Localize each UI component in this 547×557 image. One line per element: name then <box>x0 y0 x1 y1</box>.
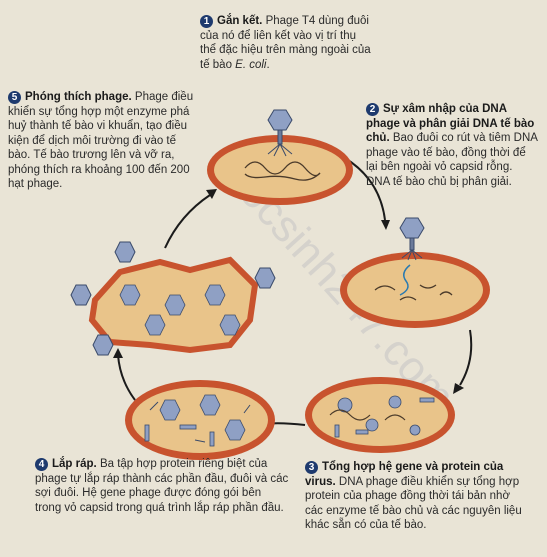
step-5-title: Phóng thích phage. <box>25 91 132 103</box>
step-1-attachment: 1 Gắn kết. Phage T4 dùng đuôi của nó để l… <box>200 14 375 72</box>
cell-attachment <box>207 109 353 205</box>
step-2-body: Bao đuôi co rút và tiêm DNA phage vào tế… <box>366 132 538 188</box>
step-1-body-end: . <box>266 58 270 71</box>
step-1-species: E. coli <box>235 58 267 71</box>
step-4-title: Lắp ráp. <box>52 458 97 470</box>
cell-assembly <box>125 380 275 460</box>
cell-synthesis <box>305 377 455 453</box>
step-3-title: Tổng hợp hệ gene và protein của virus. <box>305 461 504 488</box>
step-5-number: 5 <box>8 91 21 104</box>
arrow-2-to-3 <box>459 329 473 386</box>
step-5-body: Phage điều khiển sự tổng hợp một enzyme … <box>8 91 194 190</box>
phage-injecting <box>399 217 425 261</box>
step-1-title: Gắn kết. <box>217 15 263 27</box>
step-1-number: 1 <box>200 15 213 28</box>
step-2-title: Sự xâm nhập của DNA phage và phân giải D… <box>366 103 535 144</box>
step-4-number: 4 <box>35 458 48 471</box>
step-3-body: DNA phage điều khiển sự tổng hợp protein… <box>305 475 522 532</box>
step-5-release: 5 Phóng thích phage. Phage điều khiển sự … <box>8 90 198 192</box>
cell-entry <box>340 217 490 328</box>
step-4-body: Ba tập hợp protein riêng biệt của phage … <box>35 458 289 514</box>
phage-attached <box>267 109 293 157</box>
step-4-assembly: 4 Lắp ráp. Ba tập hợp protein riêng biệt … <box>35 457 290 515</box>
cell-release <box>70 241 276 356</box>
arrow-5-to-1 <box>164 194 211 249</box>
arrow-4-to-5 <box>117 354 136 401</box>
step-3-number: 3 <box>305 461 318 474</box>
cycle-arrows <box>117 157 473 426</box>
released-phages <box>70 241 276 356</box>
step-2-number: 2 <box>366 103 379 116</box>
step-1-body: Phage T4 dùng đuôi của nó để liên kết và… <box>200 15 371 71</box>
